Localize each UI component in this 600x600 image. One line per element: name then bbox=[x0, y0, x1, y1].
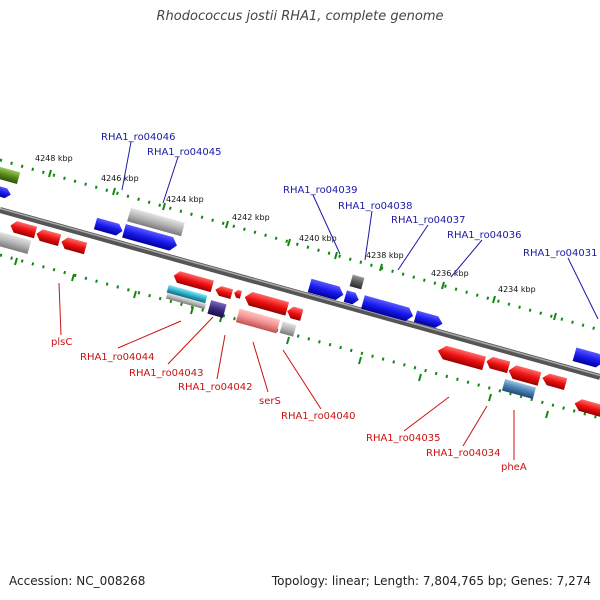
rna-feature[interactable] bbox=[165, 292, 207, 310]
grey-feature[interactable] bbox=[0, 231, 32, 255]
reverse-genes bbox=[0, 220, 600, 418]
gene-arrow[interactable] bbox=[122, 224, 179, 252]
dark-grey-feature[interactable] bbox=[349, 274, 365, 290]
steel-feature[interactable] bbox=[501, 378, 537, 400]
gene-arrow[interactable] bbox=[343, 290, 361, 305]
rna-feature[interactable] bbox=[166, 284, 208, 304]
scale-label: 4234 kbp bbox=[498, 285, 536, 294]
gene-arrow[interactable] bbox=[361, 295, 415, 322]
scale-label: 4246 kbp bbox=[101, 174, 139, 183]
gene-label[interactable]: RHA1_ro04039 bbox=[283, 185, 358, 196]
gene-arrow[interactable] bbox=[286, 305, 304, 321]
scale-label: 4244 kbp bbox=[166, 195, 204, 204]
gene-arrow[interactable] bbox=[214, 285, 234, 299]
gene-arrow[interactable] bbox=[485, 355, 511, 374]
gene-label[interactable]: RHA1_ro04037 bbox=[391, 215, 466, 226]
gene-arrow[interactable] bbox=[307, 278, 345, 302]
gene-arrow[interactable] bbox=[9, 220, 38, 239]
gene-arrow[interactable] bbox=[573, 398, 600, 418]
gene-arrow[interactable] bbox=[507, 364, 542, 386]
gene-arrow[interactable] bbox=[436, 344, 486, 371]
scale-label: 4236 kbp bbox=[431, 269, 469, 278]
scale-label: 4248 kbp bbox=[35, 154, 73, 163]
reverse-gene-labels: plsC RHA1_ro04044 RHA1_ro04043 RHA1_ro04… bbox=[51, 337, 527, 473]
forward-genes bbox=[0, 163, 600, 370]
lower-major-ticks bbox=[14, 257, 549, 419]
gene-label[interactable]: pheA bbox=[501, 462, 527, 473]
gene-label[interactable]: RHA1_ro04040 bbox=[281, 411, 356, 422]
gene-label[interactable]: RHA1_ro04035 bbox=[366, 433, 441, 444]
forward-gene-labels: RHA1_ro04046 RHA1_ro04045 RHA1_ro04039 R… bbox=[101, 132, 598, 259]
scale-label: 4238 kbp bbox=[366, 251, 404, 260]
gene-label[interactable]: RHA1_ro04044 bbox=[80, 352, 155, 363]
upper-major-ticks bbox=[48, 169, 557, 321]
gene-arrow[interactable] bbox=[233, 289, 242, 299]
grey-feature[interactable] bbox=[127, 207, 185, 237]
grey-feature[interactable] bbox=[279, 321, 297, 337]
reverse-leader-lines bbox=[58, 282, 515, 460]
lower-scale-track bbox=[0, 253, 600, 420]
genome-backbone bbox=[0, 207, 600, 380]
gene-label[interactable]: RHA1_ro04043 bbox=[129, 368, 204, 379]
gene-label[interactable]: RHA1_ro04034 bbox=[426, 448, 501, 459]
gene-arrow[interactable] bbox=[93, 217, 124, 237]
gene-label[interactable]: RHA1_ro04042 bbox=[178, 382, 253, 393]
gene-label[interactable]: plsC bbox=[51, 337, 72, 348]
gene-label[interactable]: RHA1_ro04036 bbox=[447, 230, 522, 241]
gene-arrow[interactable] bbox=[0, 184, 12, 199]
accession-label: Accession: NC_008268 bbox=[9, 574, 146, 588]
olive-feature[interactable] bbox=[0, 163, 21, 184]
gene-arrow[interactable] bbox=[572, 347, 600, 370]
topology-summary: Topology: linear; Length: 7,804,765 bp; … bbox=[271, 574, 591, 588]
pink-feature[interactable] bbox=[235, 308, 281, 334]
map-title: Rhodococcus jostii RHA1, complete genome bbox=[156, 9, 444, 24]
dark-feature[interactable] bbox=[207, 300, 227, 318]
scale-label: 4240 kbp bbox=[299, 234, 337, 243]
scale-labels: 4248 kbp 4246 kbp 4244 kbp 4242 kbp 4240… bbox=[35, 154, 536, 294]
scale-label: 4242 kbp bbox=[232, 213, 270, 222]
gene-arrow[interactable] bbox=[60, 236, 88, 255]
gene-arrow[interactable] bbox=[541, 372, 568, 390]
genome-backbone-highlight bbox=[0, 207, 600, 377]
gene-label[interactable]: serS bbox=[259, 396, 281, 407]
gene-label[interactable]: RHA1_ro04031 bbox=[523, 248, 598, 259]
gene-label[interactable]: RHA1_ro04046 bbox=[101, 132, 176, 143]
gene-arrow[interactable] bbox=[243, 290, 290, 316]
gene-arrow[interactable] bbox=[35, 228, 62, 246]
gene-arrow[interactable] bbox=[172, 270, 214, 293]
gene-label[interactable]: RHA1_ro04038 bbox=[338, 201, 413, 212]
gene-label[interactable]: RHA1_ro04045 bbox=[147, 147, 222, 158]
gene-arrow[interactable] bbox=[413, 310, 444, 329]
forward-leader-lines bbox=[121, 141, 599, 320]
